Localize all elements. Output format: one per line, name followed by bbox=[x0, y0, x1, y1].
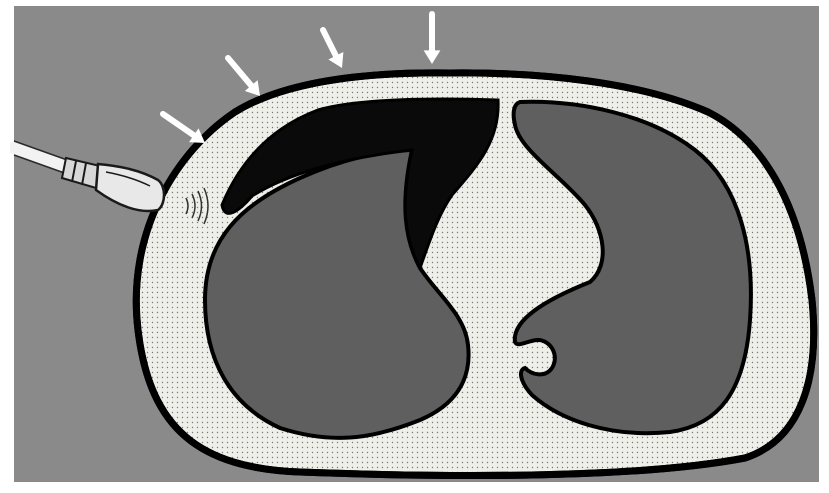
chest-cross-section bbox=[136, 73, 813, 476]
